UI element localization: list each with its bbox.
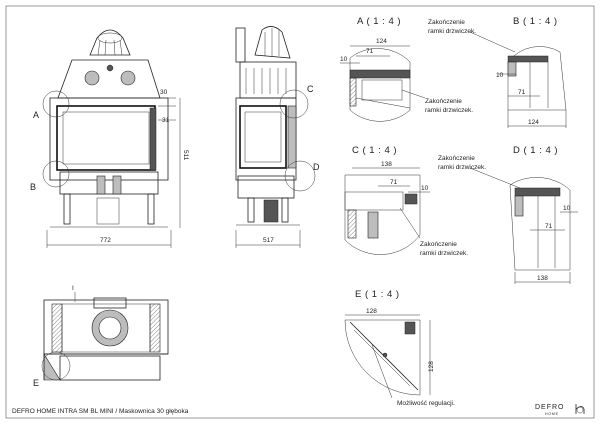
front-air-inlet-center: [106, 64, 114, 72]
side-glass: [244, 111, 282, 163]
detail-e: E ( 1 : 4 ) 128 128 Możliwość regulacji.: [344, 289, 455, 407]
detail-e-dim-128-top: 128: [366, 308, 377, 315]
side-label-c: C: [307, 84, 314, 94]
detail-b-note-2: ramki drzwiczek.: [428, 28, 476, 35]
front-air-inlet-left: [84, 70, 100, 86]
front-leg-right: [147, 193, 155, 225]
detail-a: A ( 1 : 4 ) 124 71 10 Zakończenie ramki …: [340, 16, 473, 122]
side-lower-box: [237, 175, 295, 199]
detail-d-outline: [509, 177, 571, 271]
detail-d-note-1: Zakończenie: [438, 155, 475, 162]
detail-e-dim-128-side: 128: [428, 361, 435, 372]
detail-c: C ( 1 : 4 ) 138 71 10 Zakończenie ramki …: [344, 145, 468, 257]
detail-a-dim-71: 71: [366, 48, 374, 55]
front-dim-30: 30: [160, 89, 168, 96]
detail-d-dim-71: 71: [545, 223, 553, 230]
detail-b-dim-124: 124: [528, 119, 539, 126]
sheet-border: [5, 5, 595, 419]
front-body: [49, 97, 169, 181]
top-view: I E: [33, 285, 169, 388]
detail-a-outline: [349, 58, 411, 122]
side-view: C D 517: [235, 26, 320, 248]
detail-d: D ( 1 : 4 ) Zakończenie ramki drzwiczek.…: [438, 145, 578, 284]
brand-name: DEFRO: [535, 404, 565, 411]
front-label-a: A: [33, 110, 39, 120]
detail-c-dim-71: 71: [390, 179, 398, 186]
top-surround: [59, 355, 161, 381]
detail-d-dim-10: 10: [563, 205, 571, 212]
drawing-caption: DEFRO HOME INTRA SM BL MINI / Maskownica…: [12, 408, 189, 415]
detail-b-dim-71: 71: [518, 89, 526, 96]
detail-e-outline: [344, 319, 421, 396]
side-flue-collar: [254, 26, 291, 59]
side-detail-circle-d: [284, 160, 316, 192]
detail-a-dim-10: 10: [340, 56, 348, 63]
side-detail-circle-c: [279, 89, 309, 119]
side-flue: [235, 27, 246, 63]
detail-a-note-1: Zakończenie: [425, 98, 462, 105]
front-dim-width: 772: [100, 237, 111, 244]
side-ash-box: [263, 199, 279, 223]
detail-c-note-2: ramki drzwiczek.: [420, 250, 468, 257]
detail-e-corner-block: [404, 321, 416, 335]
front-view: A B 772 511 30 31: [30, 29, 189, 248]
detail-d-title: D ( 1 : 4 ): [513, 145, 558, 156]
detail-d-note-2: ramki drzwiczek.: [438, 164, 486, 171]
detail-d-frame-strip: [514, 187, 561, 197]
top-detail-circle-e: [41, 351, 71, 381]
top-label-e: E: [33, 378, 39, 388]
detail-c-note-1: Zakończenie: [420, 241, 457, 248]
detail-a-note-2: ramki drzwiczek.: [425, 107, 473, 114]
front-door-frame: [56, 105, 156, 171]
detail-b-dim-10: 10: [496, 72, 504, 79]
front-ash-box: [96, 197, 120, 225]
front-flue-top: [97, 32, 123, 44]
front-dim-height: 511: [182, 150, 189, 161]
detail-d-dim-138: 138: [537, 275, 548, 282]
brand-mark-icon: [575, 404, 585, 414]
detail-c-frame-strip: [404, 193, 418, 205]
brand-logo: DEFRO HOME: [535, 404, 585, 416]
front-flue-collar: [89, 29, 131, 56]
detail-b-note-1: Zakończenie: [428, 19, 465, 26]
front-detail-circle-a: [42, 90, 70, 118]
front-label-b: B: [30, 182, 36, 192]
detail-c-title: C ( 1 : 4 ): [352, 145, 397, 156]
detail-b-title: B ( 1 : 4 ): [513, 16, 558, 27]
detail-a-title: A ( 1 : 4 ): [357, 16, 401, 27]
front-glass: [62, 111, 150, 165]
front-dim-31: 31: [162, 117, 170, 124]
side-dim-width: 517: [263, 237, 274, 244]
brand-sub: HOME: [545, 412, 559, 416]
front-air-inlet-right: [120, 70, 136, 86]
side-label-d: D: [313, 162, 320, 172]
side-door-frame: [239, 105, 287, 169]
detail-e-title: E ( 1 : 4 ): [355, 289, 400, 300]
detail-b-frame-strip: [507, 55, 549, 63]
detail-c-dim-10: 10: [421, 185, 429, 192]
detail-a-dim-124: 124: [376, 38, 387, 45]
detail-b: B ( 1 : 4 ) Zakończenie ramki drzwiczek.…: [428, 16, 567, 128]
top-section-mark: I: [72, 285, 74, 292]
front-detail-circle-b: [42, 160, 70, 188]
detail-e-note: Możliwość regulacji.: [397, 400, 455, 407]
detail-c-dim-138: 138: [381, 161, 392, 168]
side-hood: [239, 61, 297, 99]
front-leg-left: [63, 193, 71, 225]
front-door-hinge: [149, 107, 157, 171]
detail-a-frame-strip: [349, 69, 411, 79]
front-lower-box: [59, 171, 159, 195]
